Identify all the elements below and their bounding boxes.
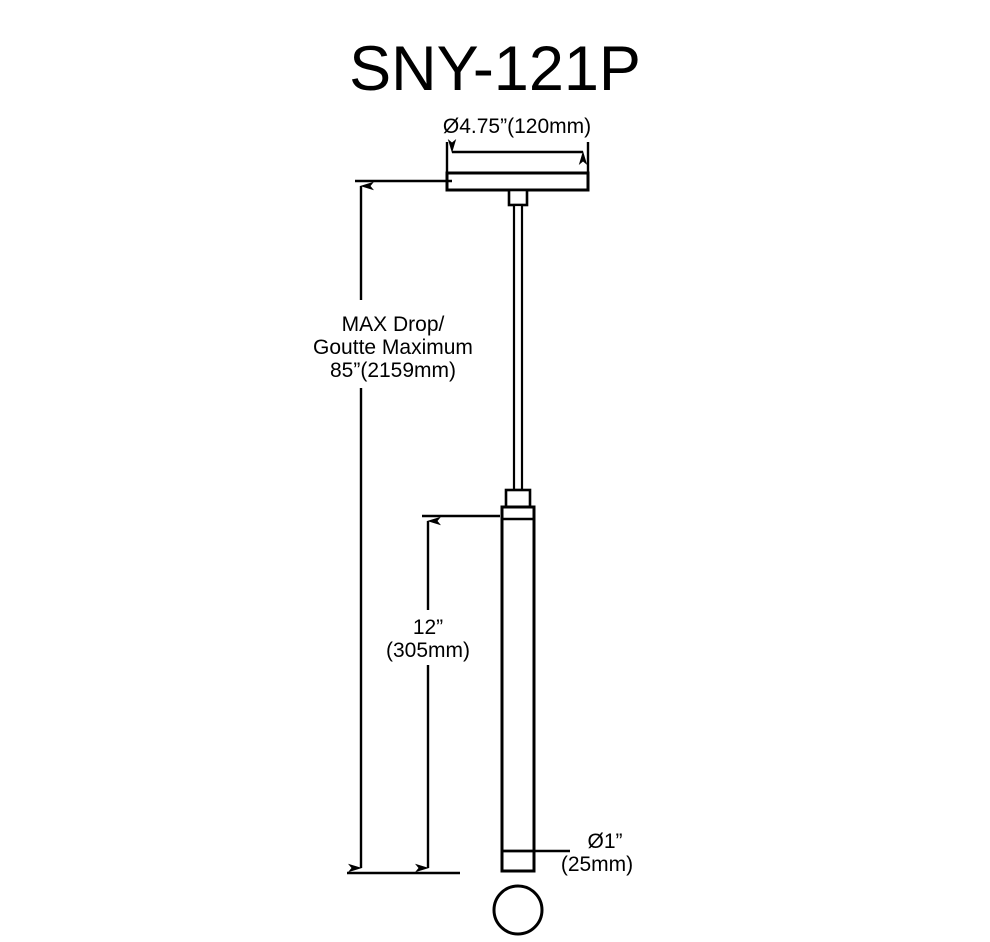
ceiling-canopy-plate — [445, 171, 590, 192]
suspension-cord — [512, 203, 524, 492]
body-height-label-line1: 12” — [413, 616, 443, 639]
max-drop-label-line3: 85”(2159mm) — [330, 359, 456, 382]
page-title: SNY-121P — [349, 34, 641, 104]
body-diameter-label-line1: Ø1” — [587, 830, 622, 853]
body-height-label-line2: (305mm) — [386, 639, 470, 662]
body-top-cap — [504, 488, 532, 509]
canopy-diameter-label: Ø4.75”(120mm) — [443, 115, 591, 138]
body-cylinder — [500, 505, 536, 873]
max-drop-label-line2: Goutte Maximum — [313, 336, 473, 359]
max-drop-label-line1: MAX Drop/ — [342, 313, 445, 336]
canopy-connector-block — [507, 188, 529, 207]
light-bulb — [492, 884, 544, 936]
body-diameter-label-line2: (25mm) — [561, 853, 633, 876]
